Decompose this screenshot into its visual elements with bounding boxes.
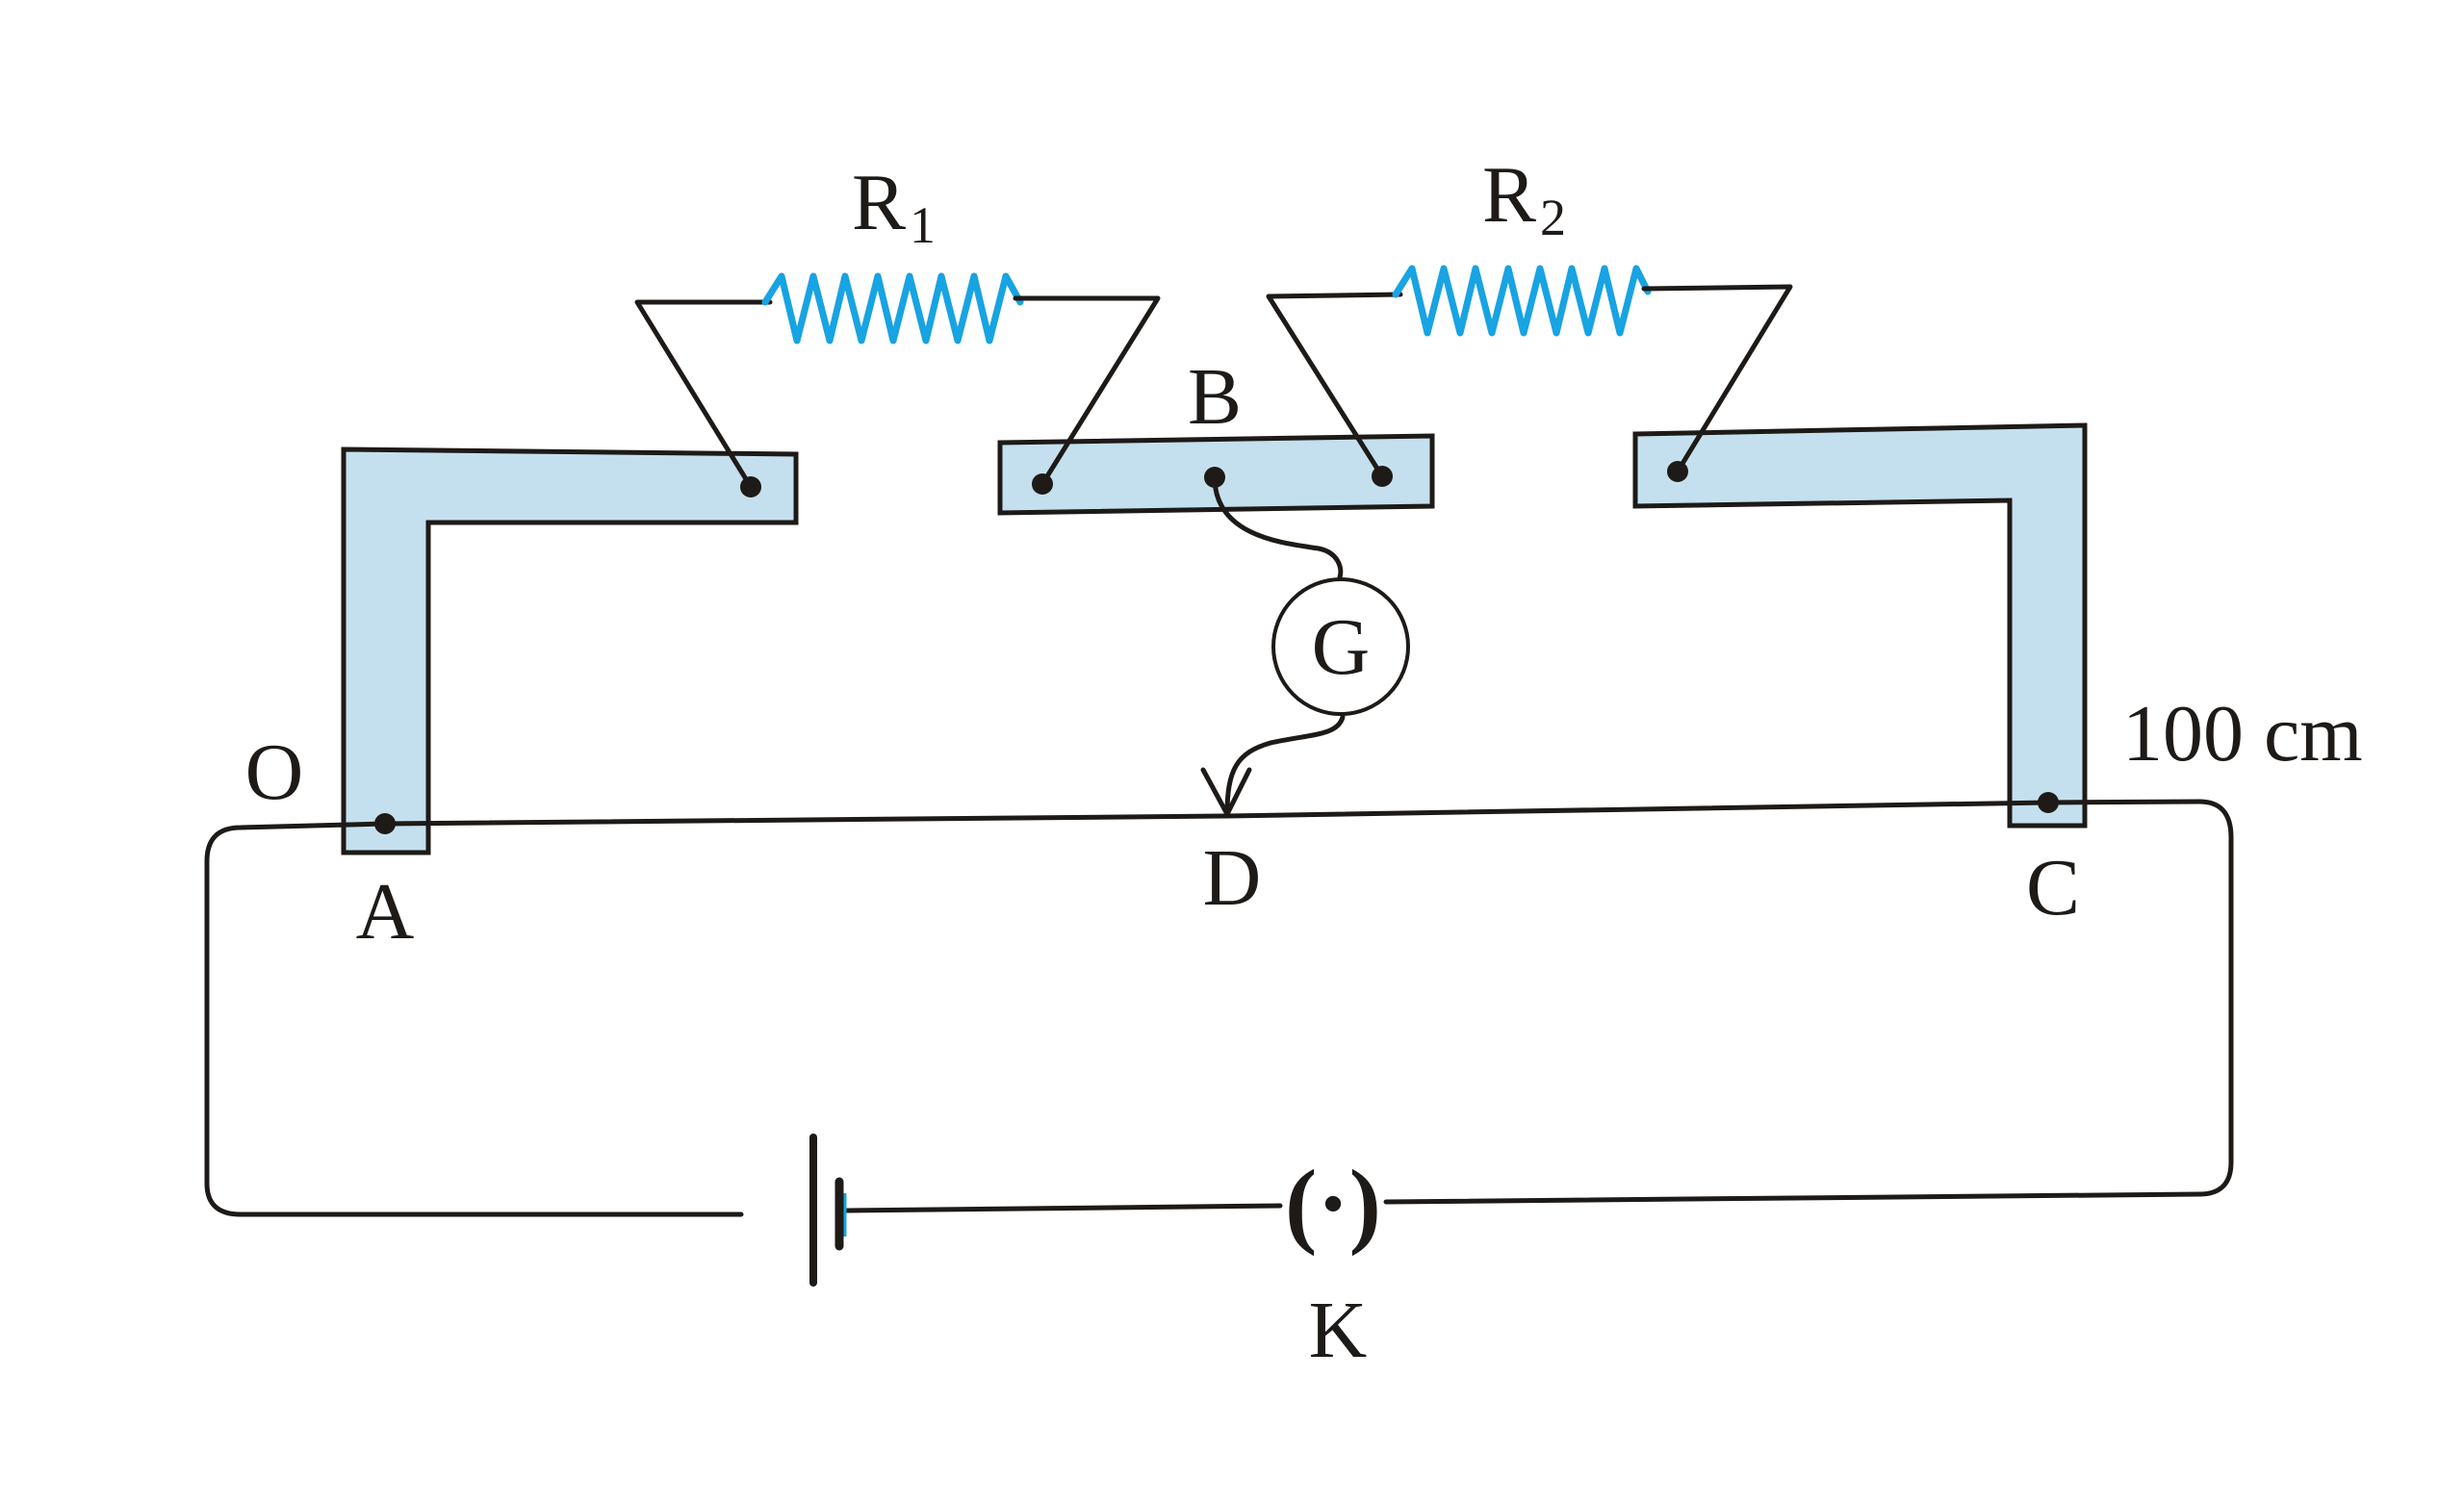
- label-r2-letter: R: [1482, 150, 1536, 240]
- terminal-screw: [2038, 792, 2059, 813]
- terminal-screw: [1204, 467, 1225, 488]
- label-b: B: [1188, 352, 1242, 442]
- terminal-screw: [1667, 461, 1688, 482]
- terminal-screw: [1372, 466, 1393, 487]
- terminal-screw: [1032, 473, 1053, 495]
- label-k: K: [1309, 1286, 1368, 1375]
- r2-right-lead: [1641, 284, 1793, 474]
- label-r1-subscript: 1: [910, 196, 936, 254]
- label-a: A: [356, 867, 415, 957]
- bridge-wire: [382, 800, 2051, 827]
- terminal-screw: [374, 813, 396, 834]
- galvanometer-label: G: [1312, 602, 1371, 692]
- label-r2: R2: [1482, 150, 1566, 246]
- terminal-screw: [740, 476, 761, 497]
- galvanometer-lead-top: [1212, 474, 1344, 580]
- galvanometer: [1271, 577, 1410, 716]
- label-r1-letter: R: [852, 158, 906, 247]
- label-r1: R1: [852, 158, 936, 254]
- left-copper-strip: [341, 446, 799, 855]
- battery-circuit-wire-mid: [844, 1203, 1283, 1213]
- battery-circuit-wire-left: [204, 821, 744, 1217]
- label-o: O: [245, 727, 304, 817]
- r2-left-lead: [1266, 292, 1403, 479]
- key-symbol: (·): [1285, 1150, 1381, 1257]
- battery-circuit-wire-right: [1383, 799, 2234, 1205]
- right-copper-strip: [1632, 422, 2088, 829]
- label-length: 100 cm: [2122, 689, 2363, 778]
- resistor-r2: [1392, 265, 1652, 337]
- resistor-r1: [761, 272, 1024, 344]
- jockey-arrowhead: [1200, 767, 1252, 817]
- r1-right-lead: [1013, 295, 1161, 487]
- r1-left-lead: [634, 299, 773, 490]
- label-d: D: [1203, 833, 1262, 923]
- label-c: C: [2026, 843, 2080, 932]
- label-r2-subscript: 2: [1540, 189, 1566, 246]
- galvanometer-lead-jockey: [1224, 714, 1346, 817]
